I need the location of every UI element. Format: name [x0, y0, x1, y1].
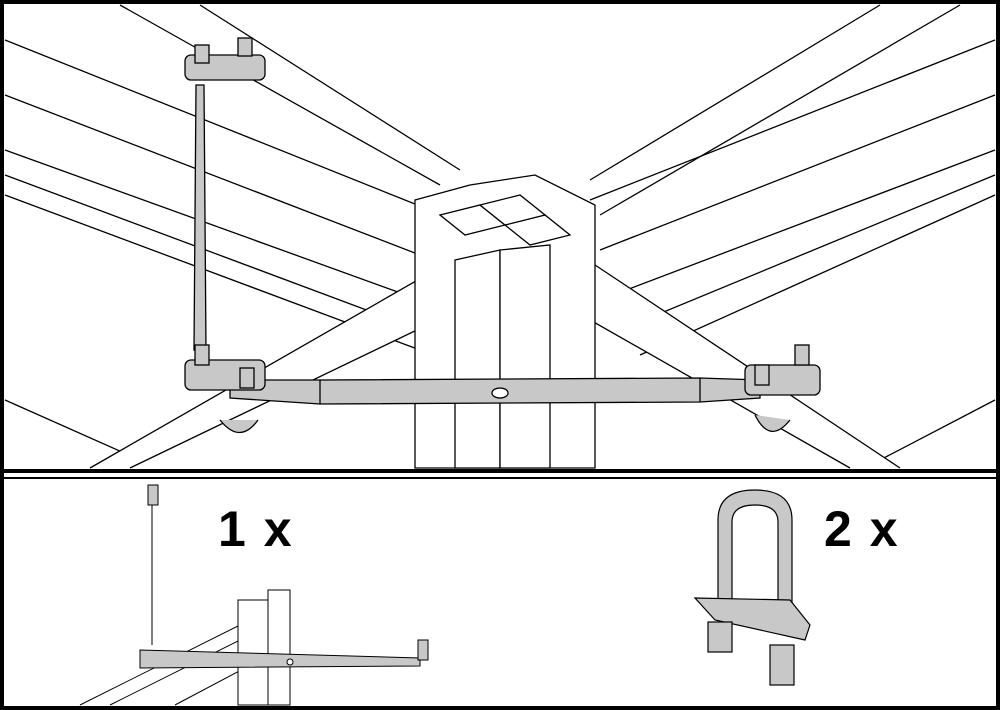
square-post [414, 174, 596, 469]
u-bolt-quantity-label: 2 x [824, 501, 900, 557]
right-tube [554, 254, 901, 469]
brace-quantity-label: 1 x [218, 501, 294, 557]
top-panel-detail [4, 4, 996, 469]
brace-kit-thumbnail [79, 484, 429, 706]
u-bolt-thumbnail [693, 489, 811, 686]
vertical-rod [193, 84, 207, 351]
center-hole [491, 387, 509, 399]
left-beams [4, 4, 461, 461]
right-beams [589, 4, 996, 461]
